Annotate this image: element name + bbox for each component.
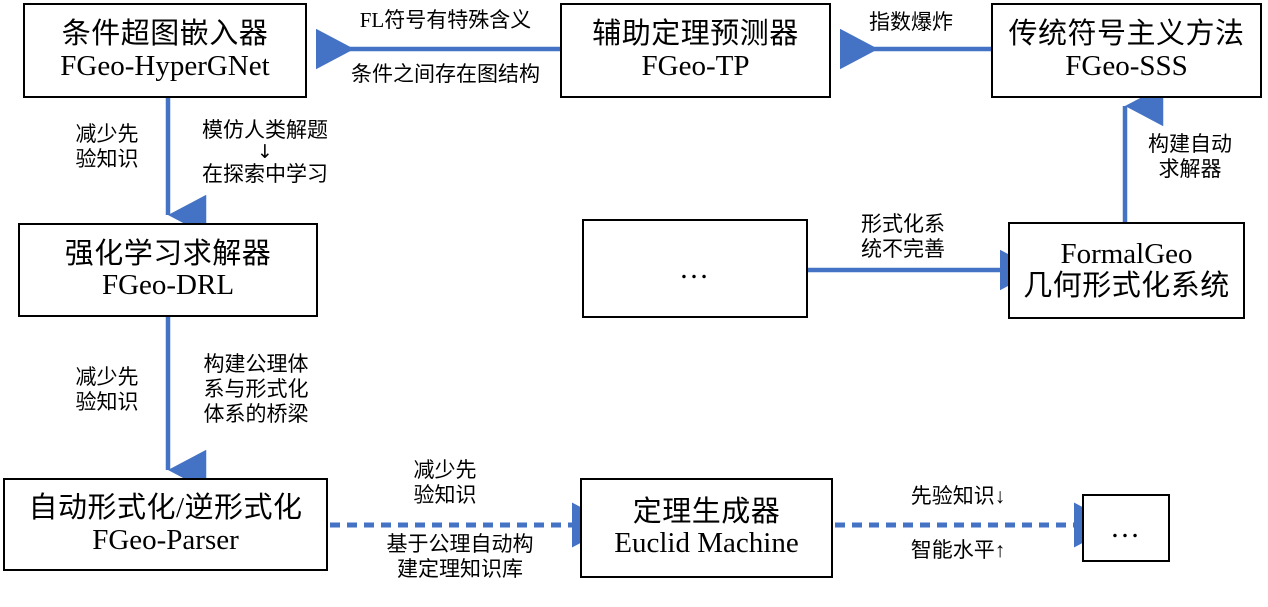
node-sss-en: FGeo-SSS — [1065, 49, 1188, 82]
node-formalgeo[interactable]: FormalGeo 几何形式化系统 — [1008, 222, 1245, 319]
node-tp-en: FGeo-TP — [641, 49, 750, 82]
node-tp[interactable]: 辅助定理预测器 FGeo-TP — [560, 3, 831, 98]
edge-label-axiom-kb-line2: 建定理知识库 — [397, 556, 523, 581]
edge-label-axiom-bridge-line2: 系与形式化 — [203, 376, 309, 401]
edge-label-imitate-human: 模仿人类解题 ↓ 在探索中学习 — [185, 118, 345, 187]
edge-label-axiom-bridge: 构建公理体 系与形式化 体系的桥梁 — [186, 352, 326, 426]
edge-label-reduce-prior-1-line1: 减少先 — [75, 122, 139, 146]
node-ellipsis-mid-dots: … — [679, 251, 711, 285]
edge-label-prior-down-line1: 先验知识↓ — [910, 484, 1006, 508]
node-parser-cn: 自动形式化/逆形式化 — [28, 492, 303, 525]
edge-label-fl-symbol-line1: FL符号有特殊含义 — [359, 8, 532, 32]
edge-label-build-solver-line2: 求解器 — [1158, 156, 1222, 181]
edge-label-formal-incomplete-line2: 统不完善 — [861, 236, 945, 261]
edge-label-reduce-prior-3-line2: 验知识 — [413, 482, 477, 507]
edge-label-exp-explosion-line1: 指数爆炸 — [869, 10, 953, 34]
edge-label-exp-explosion: 指数爆炸 — [851, 10, 971, 35]
node-hypergnet[interactable]: 条件超图嵌入器 FGeo-HyperGNet — [23, 3, 307, 98]
edge-label-reduce-prior-2: 减少先 验知识 — [62, 365, 152, 415]
node-parser[interactable]: 自动形式化/逆形式化 FGeo-Parser — [3, 478, 328, 571]
node-drl-en: FGeo-DRL — [101, 269, 235, 301]
edge-label-build-solver: 构建自动 求解器 — [1140, 132, 1240, 182]
node-parser-en: FGeo-Parser — [92, 523, 239, 556]
edge-label-reduce-prior-1: 减少先 验知识 — [62, 122, 152, 172]
node-euclid-cn: 定理生成器 — [632, 495, 781, 528]
edge-label-reduce-prior-2-line2: 验知识 — [75, 389, 139, 414]
node-euclid-en: Euclid Machine — [614, 527, 799, 559]
node-formalgeo-en: FormalGeo — [1060, 238, 1193, 271]
node-drl[interactable]: 强化学习求解器 FGeo-DRL — [18, 223, 318, 317]
edge-label-graph-structure: 条件之间存在图结构 — [338, 62, 553, 87]
edge-label-intel-up-line1: 智能水平↑ — [910, 538, 1006, 562]
edge-label-intel-up: 智能水平↑ — [888, 538, 1028, 563]
edge-label-formal-incomplete: 形式化系 统不完善 — [848, 212, 958, 262]
edge-label-imitate-human-line1: 模仿人类解题 — [202, 118, 328, 142]
edge-label-axiom-bridge-line3: 体系的桥梁 — [203, 401, 309, 426]
node-ellipsis-end[interactable]: … — [1082, 494, 1170, 562]
edge-label-reduce-prior-1-line2: 验知识 — [75, 146, 139, 171]
node-ellipsis-end-dots: … — [1110, 511, 1142, 544]
node-sss-cn: 传统符号主义方法 — [1008, 18, 1245, 51]
edge-label-reduce-prior-3-line1: 减少先 — [413, 458, 477, 482]
edge-label-graph-structure-line1: 条件之间存在图结构 — [351, 62, 540, 86]
edge-label-axiom-kb-line1: 基于公理自动构 — [386, 532, 534, 556]
edge-label-axiom-kb: 基于公理自动构 建定理知识库 — [370, 532, 550, 582]
edge-label-formal-incomplete-line1: 形式化系 — [861, 212, 945, 236]
edge-label-fl-symbol: FL符号有特殊含义 — [338, 8, 553, 33]
node-hypergnet-en: FGeo-HyperGNet — [60, 49, 270, 82]
node-euclid[interactable]: 定理生成器 Euclid Machine — [580, 478, 833, 578]
node-hypergnet-cn: 条件超图嵌入器 — [61, 18, 269, 51]
node-tp-cn: 辅助定理预测器 — [592, 18, 799, 51]
node-sss[interactable]: 传统符号主义方法 FGeo-SSS — [991, 3, 1262, 98]
node-ellipsis-mid[interactable]: … — [582, 219, 808, 318]
edge-label-prior-down: 先验知识↓ — [888, 484, 1028, 509]
edge-label-build-solver-line1: 构建自动 — [1148, 132, 1232, 156]
edge-label-imitate-human-line2: 在探索中学习 — [202, 161, 328, 186]
node-drl-cn: 强化学习求解器 — [64, 237, 272, 270]
edge-label-reduce-prior-3: 减少先 验知识 — [400, 458, 490, 508]
edge-label-reduce-prior-2-line1: 减少先 — [75, 365, 139, 389]
down-arrow-icon: ↓ — [257, 140, 273, 163]
edge-label-axiom-bridge-line1: 构建公理体 — [203, 352, 309, 376]
node-formalgeo-cn: 几何形式化系统 — [1023, 269, 1230, 302]
